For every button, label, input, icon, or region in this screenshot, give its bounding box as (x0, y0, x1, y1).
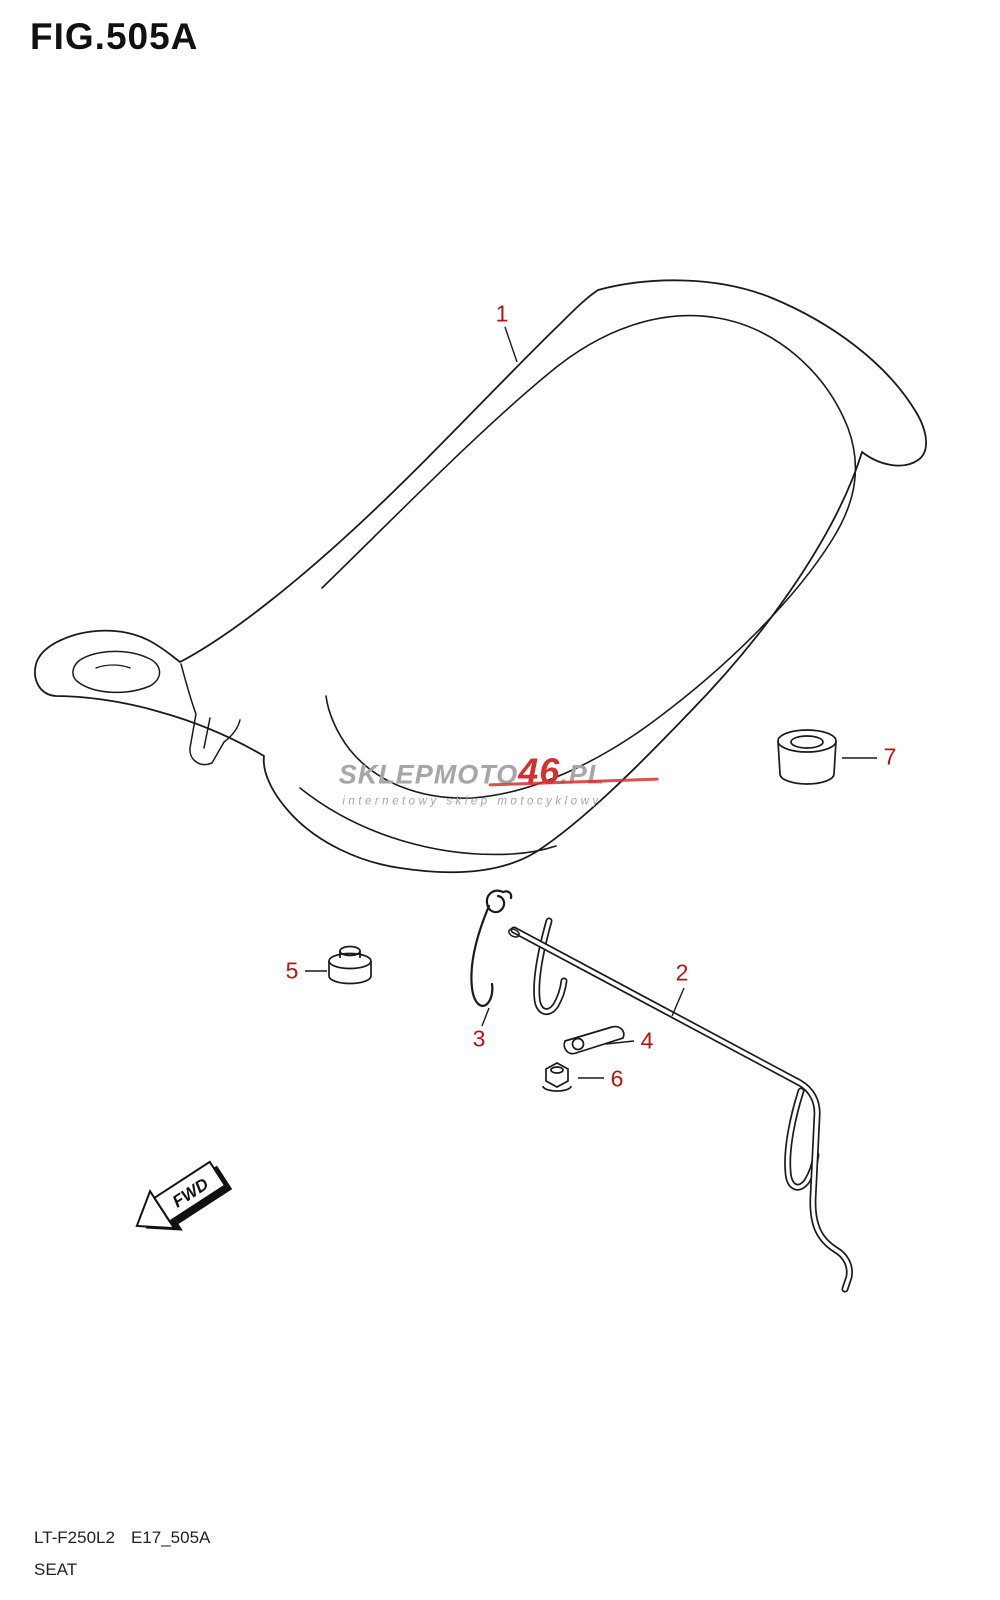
cushion-rear (777, 729, 837, 785)
leader-line-3 (481, 1007, 490, 1027)
seat-seam-line (321, 314, 857, 799)
flange-nut (542, 1062, 572, 1092)
footer-sheet-code: E17_505A (130, 1528, 211, 1547)
footer-caption: SEAT (34, 1560, 78, 1579)
callout-2: 2 (675, 959, 689, 986)
rod-hook-front (533, 917, 568, 1016)
callout-1: 1 (495, 300, 509, 327)
footer-code: LT-F250L2 E17_505A (34, 1528, 226, 1548)
seat-outline (34, 279, 927, 874)
seat-latch-detail (180, 663, 241, 766)
leader-line-2 (671, 987, 685, 1017)
leader-line-1 (504, 326, 518, 363)
seat-lock-rod (508, 926, 853, 1293)
callout-6: 6 (610, 1065, 624, 1092)
seat-nose-cutout (72, 650, 161, 694)
plate (563, 1025, 625, 1055)
spring (470, 889, 513, 1007)
plate-hole (571, 1037, 585, 1051)
figure-title: FIG.505A (30, 16, 199, 57)
leader-line-4 (605, 1040, 635, 1045)
fwd-arrow-face (135, 1160, 227, 1230)
callout-5: 5 (285, 957, 299, 984)
rod-end-cap (508, 928, 520, 938)
footer-model-code: LT-F250L2 (34, 1528, 115, 1547)
fwd-marker: FWD (135, 1160, 233, 1231)
callout-3: 3 (472, 1025, 486, 1052)
callout-4: 4 (640, 1027, 654, 1054)
callout-7: 7 (883, 743, 897, 770)
cushion-front (328, 945, 372, 985)
seat-nose-inner-line (95, 664, 131, 669)
seat-bottom-seam (299, 787, 557, 856)
